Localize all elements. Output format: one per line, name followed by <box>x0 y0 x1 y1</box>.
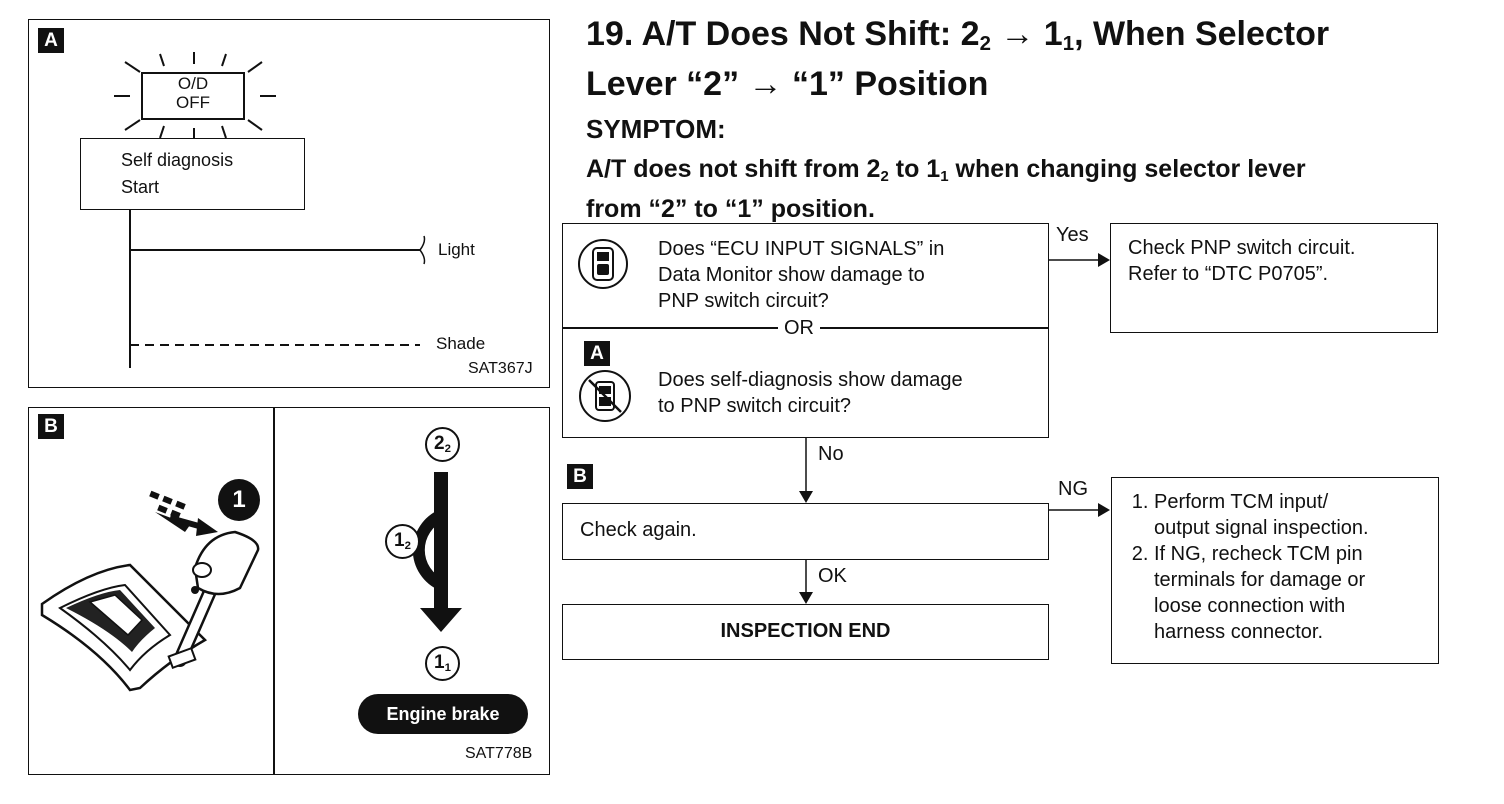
figure-a-code: SAT367J <box>468 360 533 377</box>
shade-label: Shade <box>436 334 486 353</box>
position-2-2-circle: 22 <box>425 427 460 462</box>
yes-line2: Refer to “DTC P0705”. <box>1128 263 1329 285</box>
ok-label: OK <box>818 565 847 587</box>
figure-b-divider <box>273 407 275 775</box>
or-separator: OR <box>778 315 820 341</box>
inspection-end-box: INSPECTION END <box>562 604 1049 660</box>
selector-lever-illustration <box>40 490 260 692</box>
check-again-text: Check again. <box>580 519 697 541</box>
ng-action-box: Perform TCM input/output signal inspecti… <box>1111 477 1439 664</box>
symptom-label: SYMPTOM: <box>586 114 726 144</box>
page-title: 19. A/T Does Not Shift: 22 → 11, When Se… <box>586 14 1486 104</box>
engine-brake-label: Engine brake <box>358 694 528 734</box>
position-1-2-circle: 12 <box>385 524 420 559</box>
ng-action-item-1: Perform TCM input/output signal inspecti… <box>1154 489 1454 541</box>
step-1-badge: 1 <box>218 479 260 521</box>
light-label: Light <box>438 240 475 259</box>
symptom-text: A/T does not shift from 22 to 11 when ch… <box>586 153 1486 225</box>
od-off-indicator-text: O/D OFF <box>142 74 244 112</box>
ng-action-list: Perform TCM input/output signal inspecti… <box>1126 489 1454 645</box>
inspection-end-text: INSPECTION END <box>720 620 891 642</box>
title-line2: Lever “2” → “1” Position <box>586 65 989 104</box>
no-tools-icon <box>579 370 631 422</box>
indicator-line2: OFF <box>176 93 210 112</box>
indicator-line1: O/D <box>177 74 209 93</box>
title-line1: 19. A/T Does Not Shift: 22 → 11, When Se… <box>586 15 1330 56</box>
yes-action-box: Check PNP switch circuit. Refer to “DTC … <box>1110 223 1438 333</box>
ng-label: NG <box>1058 478 1088 500</box>
question-1-text: Does “ECU INPUT SIGNALS” in Data Monitor… <box>658 238 945 312</box>
figure-b-tag: B <box>38 414 64 439</box>
no-label: No <box>818 443 844 465</box>
consult-tool-icon <box>578 239 628 289</box>
question-2-text: Does self-diagnosis show damage to PNP s… <box>658 369 963 417</box>
check-again-box: Check again. <box>562 503 1049 560</box>
diag-line2: Start <box>121 177 160 197</box>
figure-a-tag: A <box>38 28 64 53</box>
od-off-flash-icon <box>114 52 276 140</box>
yes-line1: Check PNP switch circuit. <box>1128 237 1356 259</box>
yes-label: Yes <box>1056 224 1089 246</box>
shift-arrow-diagram <box>412 472 462 632</box>
flow-tag-a: A <box>584 341 610 366</box>
figure-b-code: SAT778B <box>465 745 533 762</box>
symptom-line1: A/T does not shift from 22 to 11 when ch… <box>586 155 1306 185</box>
timing-diagram <box>129 210 426 368</box>
self-diagnosis-box: Self diagnosis Start <box>80 138 305 210</box>
diag-line1: Self diagnosis <box>121 150 234 170</box>
position-1-1-circle: 11 <box>425 646 460 681</box>
flow-tag-b: B <box>567 464 593 489</box>
symptom-line2: from “2” to “1” position. <box>586 194 875 223</box>
